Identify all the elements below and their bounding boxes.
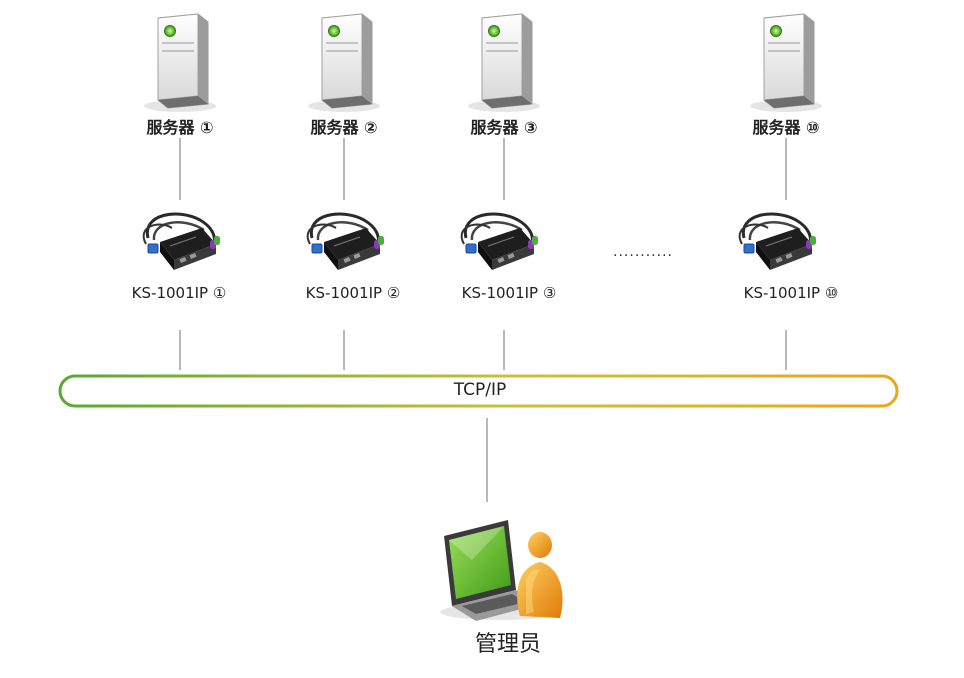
server-tower-icon <box>749 13 823 113</box>
server-tower-icon <box>307 13 381 113</box>
admin-laptop-user-icon <box>440 520 563 621</box>
server-label-1: 服务器 ① <box>146 118 214 137</box>
server-label-2: 服务器 ② <box>310 118 378 137</box>
more-devices-ellipsis: ........... <box>613 244 673 260</box>
server-device-connectors <box>179 138 787 200</box>
server-label-3: 服务器 ③ <box>470 118 538 137</box>
device-label-2: KS-1001IP ② <box>305 284 401 302</box>
device-label-1: KS-1001IP ① <box>131 284 227 302</box>
kvm-module-icon <box>142 212 222 272</box>
device-label-40: KS-1001IP ⑩ <box>743 284 839 302</box>
network-label: TCP/IP <box>453 380 507 400</box>
kvm-module-icon <box>738 212 818 272</box>
kvm-module-icon <box>306 212 386 272</box>
device-label-3: KS-1001IP ③ <box>461 284 557 302</box>
server-tower-icon <box>467 13 541 113</box>
admin-label: 管理员 <box>474 632 541 657</box>
server-label-40: 服务器 ⑩ <box>752 118 820 137</box>
server-tower-icon <box>143 13 217 113</box>
tcpip-network-bus <box>58 374 899 408</box>
device-bus-connectors <box>179 330 787 370</box>
kvm-module-icon <box>460 212 540 272</box>
